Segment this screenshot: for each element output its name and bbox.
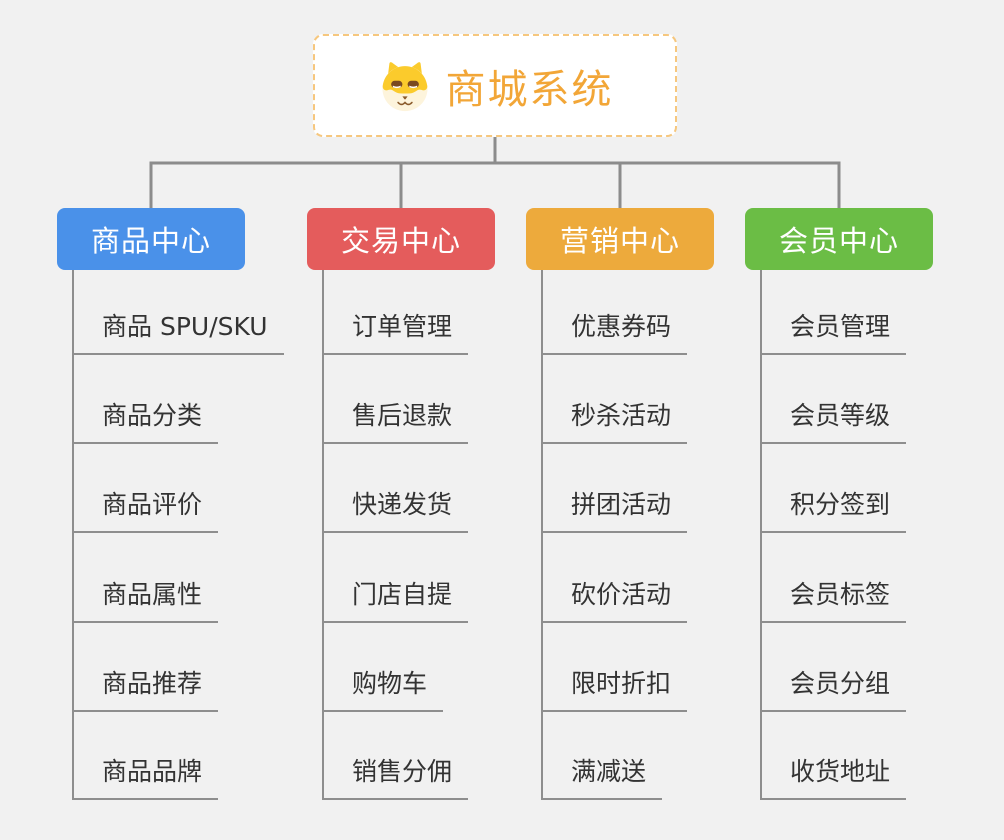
leaf-topic[interactable]: 收货地址	[760, 752, 907, 800]
root-title: 商城系统	[445, 66, 614, 113]
leaf-topic[interactable]: 秒杀活动	[541, 396, 688, 444]
branch-trade-center: 交易中心 订单管理 售后退款 快递发货 门店自提 购物车 销售分佣	[307, 208, 567, 818]
leaf-topic[interactable]: 会员等级	[760, 396, 907, 444]
leaf-topic[interactable]: 积分签到	[760, 485, 907, 533]
leaf-topic[interactable]: 会员分组	[760, 664, 907, 712]
leaf-topic[interactable]: 限时折扣	[541, 664, 688, 712]
leaf-topic[interactable]: 快递发货	[322, 485, 469, 533]
leaf-topic[interactable]: 销售分佣	[322, 752, 469, 800]
branch-trunk-line	[760, 270, 762, 800]
leaf-topic[interactable]: 满减送	[541, 752, 663, 800]
leaf-topic[interactable]: 优惠券码	[541, 307, 688, 355]
branch-trunk-line	[541, 270, 543, 800]
leaf-topic[interactable]: 商品评价	[72, 485, 219, 533]
leaf-topic[interactable]: 购物车	[322, 664, 444, 712]
leaf-topic[interactable]: 砍价活动	[541, 575, 688, 623]
branch-header-member-center[interactable]: 会员中心	[745, 208, 933, 270]
leaf-topic[interactable]: 商品 SPU/SKU	[72, 307, 284, 355]
leaf-topic[interactable]: 门店自提	[322, 575, 469, 623]
leaf-topic[interactable]: 订单管理	[322, 307, 469, 355]
leaf-topic[interactable]: 商品分类	[72, 396, 219, 444]
branch-header-marketing-center[interactable]: 营销中心	[526, 208, 714, 270]
leaf-topic[interactable]: 会员管理	[760, 307, 907, 355]
branch-trunk-line	[322, 270, 324, 800]
branch-product-center: 商品中心 商品 SPU/SKU 商品分类 商品评价 商品属性 商品推荐 商品品牌	[57, 208, 317, 818]
branch-header-product-center[interactable]: 商品中心	[57, 208, 245, 270]
leaf-topic[interactable]: 拼团活动	[541, 485, 688, 533]
branch-member-center: 会员中心 会员管理 会员等级 积分签到 会员标签 会员分组 收货地址	[745, 208, 1004, 818]
branch-marketing-center: 营销中心 优惠券码 秒杀活动 拼团活动 砍价活动 限时折扣 满减送	[526, 208, 786, 818]
leaf-topic[interactable]: 商品属性	[72, 575, 219, 623]
branch-trunk-line	[72, 270, 74, 800]
leaf-topic[interactable]: 会员标签	[760, 575, 907, 623]
leaf-topic[interactable]: 售后退款	[322, 396, 469, 444]
leaf-topic[interactable]: 商品推荐	[72, 664, 219, 712]
leaf-topic[interactable]: 商品品牌	[72, 752, 219, 800]
dog-icon	[377, 60, 433, 112]
root-node[interactable]: 商城系统	[313, 34, 677, 137]
branch-header-trade-center[interactable]: 交易中心	[307, 208, 495, 270]
